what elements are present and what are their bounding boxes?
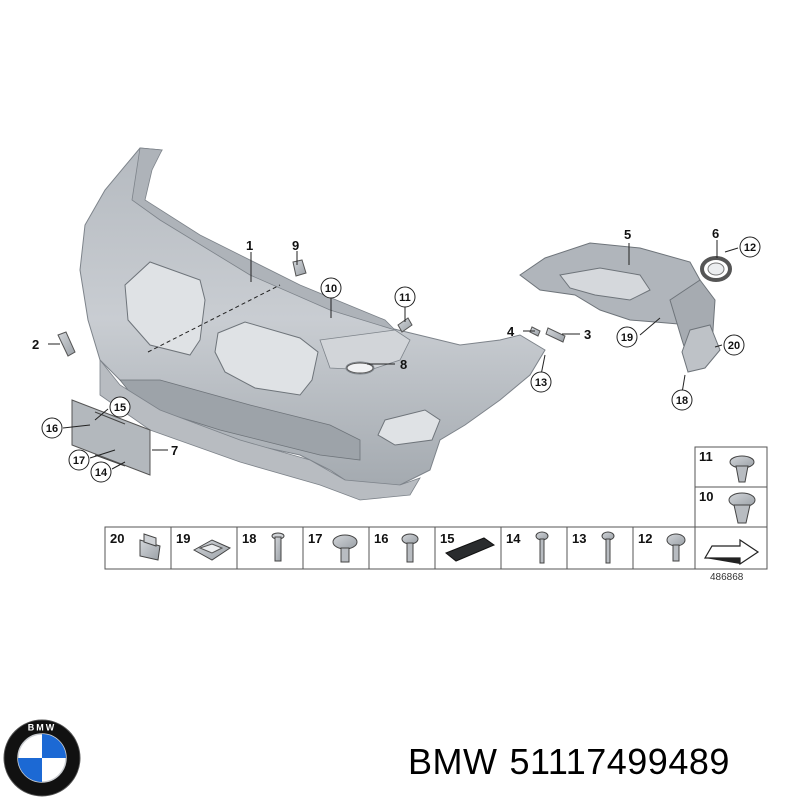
callout-12: 12 <box>739 236 761 258</box>
svg-text:11: 11 <box>699 449 713 464</box>
svg-text:13: 13 <box>535 377 547 389</box>
callout-1: 1 <box>246 238 253 253</box>
fastener-legend: 20 19 18 17 16 15 <box>104 446 768 583</box>
part-caption: BMW 51117499489 <box>408 737 793 787</box>
svg-text:BMW: BMW <box>28 723 57 733</box>
svg-text:18: 18 <box>242 531 256 546</box>
part-6-ring <box>700 256 732 282</box>
callout-17: 17 <box>68 449 90 471</box>
svg-text:20: 20 <box>728 340 740 352</box>
bmw-logo: BMW <box>3 719 81 797</box>
callout-16: 16 <box>41 417 63 439</box>
svg-text:15: 15 <box>440 531 454 546</box>
part-9-clip <box>292 259 307 277</box>
callout-15: 15 <box>109 396 131 418</box>
svg-text:10: 10 <box>325 283 337 295</box>
svg-text:12: 12 <box>638 531 652 546</box>
part-20-clip <box>681 324 721 373</box>
legend-cell-15: 15 <box>440 531 496 562</box>
part-7-licence-plate-bracket <box>71 399 151 476</box>
svg-text:16: 16 <box>46 423 58 435</box>
callout-18: 18 <box>671 389 693 411</box>
callout-8: 8 <box>400 357 407 372</box>
svg-text:16: 16 <box>374 531 388 546</box>
svg-text:12: 12 <box>744 242 756 254</box>
legend-cell-arrow <box>703 538 760 566</box>
legend-cell-19: 19 <box>176 531 232 561</box>
callout-2: 2 <box>32 337 39 352</box>
legend-cell-10: 10 <box>699 489 756 524</box>
brand-name: BMW <box>408 741 498 782</box>
svg-text:11: 11 <box>399 292 411 304</box>
callout-9: 9 <box>292 238 299 253</box>
svg-text:18: 18 <box>676 395 688 407</box>
svg-text:17: 17 <box>308 531 322 546</box>
callout-5: 5 <box>624 227 631 242</box>
legend-cell-18: 18 <box>242 531 285 562</box>
svg-text:14: 14 <box>95 467 108 479</box>
legend-cell-14: 14 <box>506 531 549 564</box>
callout-3: 3 <box>584 327 591 342</box>
callout-10: 10 <box>320 277 342 299</box>
legend-cell-11: 11 <box>699 449 755 483</box>
callout-7: 7 <box>171 443 178 458</box>
svg-text:10: 10 <box>699 489 713 504</box>
callout-6: 6 <box>712 226 719 241</box>
svg-text:19: 19 <box>176 531 190 546</box>
svg-text:19: 19 <box>621 332 633 344</box>
legend-cell-12: 12 <box>638 531 686 562</box>
callout-14: 14 <box>90 461 112 483</box>
legend-cell-17: 17 <box>308 531 358 563</box>
callout-13: 13 <box>530 371 552 393</box>
svg-text:14: 14 <box>506 531 521 546</box>
callout-numbers: 1 9 2 8 7 4 3 5 6 10 11 12 13 14 1 <box>32 226 761 483</box>
svg-text:15: 15 <box>114 402 126 414</box>
callout-19: 19 <box>616 326 638 348</box>
part-number: 51117499489 <box>509 741 730 782</box>
callout-4: 4 <box>507 324 515 339</box>
diagram-ref-number: 486868 <box>710 572 744 583</box>
part-2-side-marker <box>57 331 76 357</box>
part-3-bracket <box>545 327 566 343</box>
part-8-cover <box>346 362 374 374</box>
svg-text:13: 13 <box>572 531 586 546</box>
legend-cell-13: 13 <box>572 531 615 564</box>
callout-20: 20 <box>723 334 745 356</box>
svg-text:17: 17 <box>73 455 85 467</box>
legend-cell-16: 16 <box>374 531 419 563</box>
legend-cell-20: 20 <box>110 531 161 561</box>
leader-lines <box>48 240 739 470</box>
callout-11: 11 <box>394 286 416 308</box>
svg-text:20: 20 <box>110 531 124 546</box>
